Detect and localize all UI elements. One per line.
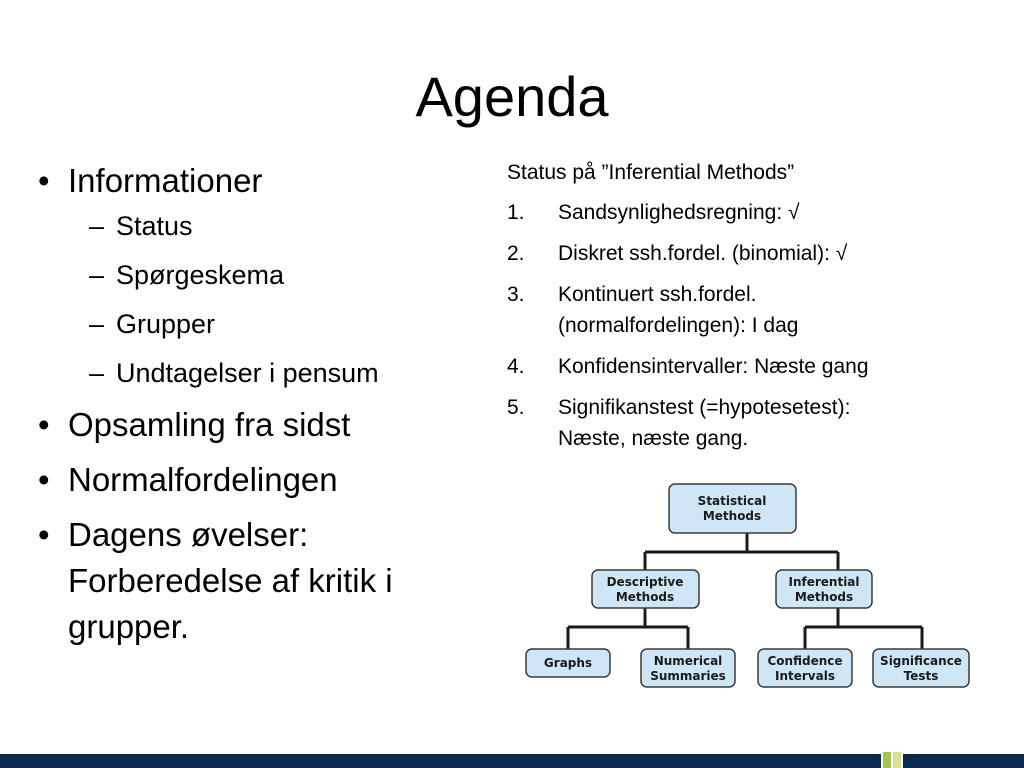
node-inferential-methods: Inferential Methods [775, 569, 873, 609]
agenda-item-dagens-oevelser: • Dagens øvelser: Forberedelse af kritik… [38, 512, 478, 650]
node-label: Methods [703, 509, 761, 523]
status-item-sandsynlighed: 1. Sandsynlighedsregning: √ [507, 197, 1012, 228]
dash-icon: – [89, 211, 105, 241]
status-item-text: Kontinuert ssh.fordel. [558, 283, 757, 306]
status-item-number: 1. [507, 201, 525, 224]
node-label: Inferential [788, 575, 859, 589]
node-significance-tests: Significance Tests [872, 648, 970, 688]
node-label: Confidence [767, 654, 842, 668]
node-box [775, 569, 873, 609]
footer-accent-stripe [893, 752, 901, 768]
node-label: Graphs [544, 656, 592, 670]
status-item-text: Næste, næste gang. [558, 427, 749, 450]
status-item-text: Diskret ssh.fordel. (binomial): √ [558, 242, 848, 265]
bullet-icon: • [38, 461, 50, 498]
dash-icon: – [89, 260, 105, 290]
agenda-item-label: Opsamling fra sidst [68, 406, 351, 443]
status-item-text: (normalfordelingen): I dag [558, 314, 799, 337]
bullet-icon: • [38, 516, 50, 553]
node-graphs: Graphs [525, 648, 611, 678]
node-label: Numerical [654, 654, 723, 668]
node-box [640, 648, 736, 688]
node-label: Significance [880, 654, 962, 668]
agenda-item-line: grupper. [68, 608, 190, 645]
status-item-signifikans: 5. Signifikanstest (=hypotesetest): Næst… [507, 392, 1012, 454]
status-item-diskret: 2. Diskret ssh.fordel. (binomial): √ [507, 238, 1012, 269]
dash-icon: – [89, 358, 105, 388]
node-box [525, 648, 611, 678]
sub-item-label: Status [116, 211, 193, 241]
node-label: Statistical [698, 494, 767, 508]
sub-item-label: Grupper [116, 309, 216, 339]
agenda-item-normalfordelingen: • Normalfordelingen [38, 457, 478, 503]
tree-connectors [566, 533, 924, 649]
sub-item-spoergeskema: – Spørgeskema [68, 255, 478, 295]
sub-item-status: – Status [68, 206, 478, 246]
node-label: Tests [904, 669, 939, 683]
node-label: Summaries [650, 669, 726, 683]
status-item-number: 3. [507, 283, 525, 306]
status-item-text: Konfidensintervaller: Næste gang [558, 355, 869, 378]
agenda-item-informationer: • Informationer – Status – Spørgeskema –… [38, 158, 478, 393]
agenda-list: • Informationer – Status – Spørgeskema –… [38, 158, 478, 659]
node-box [591, 569, 700, 609]
status-heading: Status på ”Inferential Methods” [507, 161, 795, 184]
node-numerical-summaries: Numerical Summaries [640, 648, 736, 688]
status-item-number: 2. [507, 242, 525, 265]
agenda-item-label: Informationer [68, 162, 263, 199]
slide-title: Agenda [415, 65, 609, 128]
node-box [668, 483, 797, 534]
bullet-icon: • [38, 162, 50, 199]
status-item-konfidens: 4. Konfidensintervaller: Næste gang [507, 351, 1012, 382]
node-descriptive-methods: Descriptive Methods [591, 569, 700, 609]
node-box [757, 648, 853, 688]
status-item-number: 5. [507, 396, 525, 419]
statistical-methods-tree: Statistical Methods Descriptive Methods … [525, 483, 970, 688]
node-confidence-intervals: Confidence Intervals [757, 648, 853, 688]
node-statistical-methods: Statistical Methods [668, 483, 797, 534]
node-label: Intervals [775, 669, 835, 683]
status-item-number: 4. [507, 355, 525, 378]
sub-item-undtagelser: – Undtagelser i pensum [68, 353, 478, 393]
node-label: Methods [795, 590, 853, 604]
status-item-kontinuert: 3. Kontinuert ssh.fordel. (normalfordeli… [507, 279, 1012, 341]
informationer-sub-list: – Status – Spørgeskema – Grupper – Undta… [68, 206, 478, 393]
dash-icon: – [89, 309, 105, 339]
status-section: Status på ”Inferential Methods” 1. Sands… [507, 157, 1012, 464]
footer-accent-stripe [883, 752, 891, 768]
agenda-item-line: Forberedelse af kritik i [68, 562, 393, 599]
node-label: Methods [616, 590, 674, 604]
sub-item-label: Spørgeskema [116, 260, 285, 290]
agenda-item-opsamling: • Opsamling fra sidst [38, 402, 478, 448]
status-item-text: Signifikanstest (=hypotesetest): [558, 396, 851, 419]
sub-item-grupper: – Grupper [68, 304, 478, 344]
agenda-item-line: Dagens øvelser: [68, 516, 309, 553]
footer-bar [0, 754, 1024, 768]
status-item-text: Sandsynlighedsregning: √ [558, 201, 800, 224]
node-label: Descriptive [607, 575, 684, 589]
agenda-item-label: Normalfordelingen [68, 461, 338, 498]
node-box [872, 648, 970, 688]
sub-item-label: Undtagelser i pensum [116, 358, 379, 388]
bullet-icon: • [38, 406, 50, 443]
